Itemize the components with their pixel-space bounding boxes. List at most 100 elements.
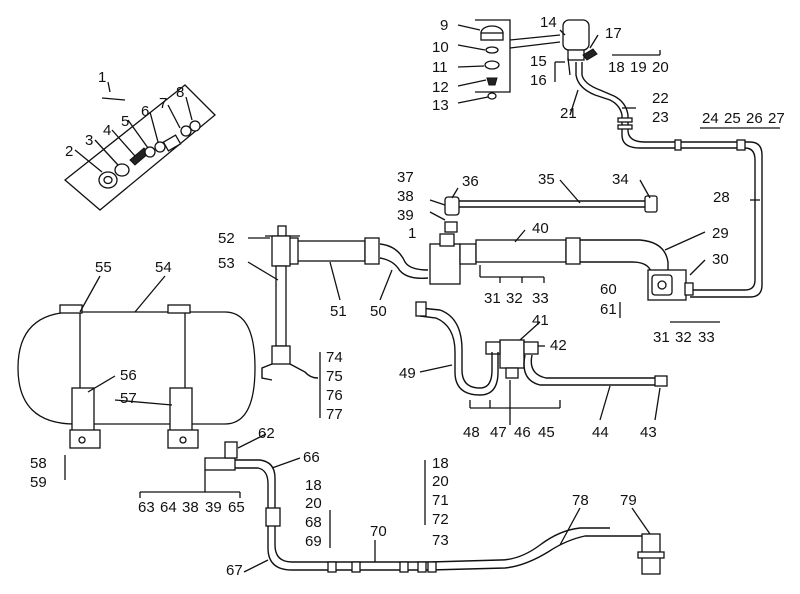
- callout-63: 63: [138, 499, 155, 516]
- leader-lines: [79, 29, 760, 573]
- callout-10: 10: [432, 39, 449, 56]
- callout-58: 58: [30, 455, 47, 472]
- callout-5: 5: [121, 113, 129, 130]
- callout-11: 11: [432, 59, 448, 76]
- callout-27: 27: [768, 110, 785, 127]
- callout-71: 71: [432, 492, 449, 509]
- callout-25: 25: [724, 110, 741, 127]
- callout-44: 44: [592, 424, 609, 441]
- callout-68: 68: [305, 514, 322, 531]
- callout-67: 67: [226, 562, 243, 579]
- callout-76: 76: [326, 387, 343, 404]
- callout-21: 21: [560, 105, 577, 122]
- callout-35: 35: [538, 171, 555, 188]
- callout-1: 1: [98, 69, 106, 86]
- callout-33-a: 33: [532, 290, 549, 307]
- callout-20-top: 20: [652, 59, 669, 76]
- filter-cap-parts: [457, 19, 561, 104]
- callout-13: 13: [432, 97, 449, 114]
- callout-61: 61: [600, 301, 617, 318]
- callout-8: 8: [176, 84, 184, 101]
- right-pipeline: [617, 107, 763, 298]
- callout-65: 65: [228, 499, 245, 516]
- callout-69: 69: [305, 533, 322, 550]
- callout-33-b: 33: [698, 329, 715, 346]
- callout-38-a: 38: [397, 188, 414, 205]
- callout-14: 14: [540, 14, 557, 31]
- callout-78: 78: [572, 492, 589, 509]
- callout-20-c: 20: [432, 473, 449, 490]
- callout-3: 3: [85, 132, 93, 149]
- callout-32-a: 32: [506, 290, 523, 307]
- callout-39-a: 39: [397, 207, 414, 224]
- air-tank: [17, 304, 256, 449]
- callout-47: 47: [490, 424, 507, 441]
- drain-valve-assembly: [261, 225, 319, 381]
- callout-60: 60: [600, 281, 617, 298]
- callout-40: 40: [532, 220, 549, 237]
- callout-48: 48: [463, 424, 480, 441]
- callout-64: 64: [160, 499, 177, 516]
- callout-39-b: 39: [205, 499, 222, 516]
- callout-18-top: 18: [608, 59, 625, 76]
- callout-70: 70: [370, 523, 387, 540]
- callout-57: 57: [120, 390, 137, 407]
- callout-28: 28: [713, 189, 730, 206]
- callout-9: 9: [440, 17, 448, 34]
- callout-15: 15: [530, 53, 547, 70]
- callout-51: 51: [330, 303, 347, 320]
- bracket-lines: [64, 61, 780, 548]
- callout-7: 7: [159, 95, 167, 112]
- separator-assembly: [562, 19, 661, 116]
- callout-31-b: 31: [653, 329, 670, 346]
- callout-30: 30: [712, 251, 729, 268]
- callout-26: 26: [746, 110, 763, 127]
- callout-32-b: 32: [675, 329, 692, 346]
- callout-18-c: 18: [432, 455, 449, 472]
- callout-17: 17: [605, 25, 622, 42]
- callout-79: 79: [620, 492, 637, 509]
- callout-37: 37: [397, 169, 414, 186]
- callout-75: 75: [326, 368, 343, 385]
- callout-31-a: 31: [484, 290, 501, 307]
- callout-22: 22: [652, 90, 669, 107]
- callout-77: 77: [326, 406, 343, 423]
- callout-24: 24: [702, 110, 719, 127]
- callout-1-b: 1: [408, 225, 416, 242]
- lower-tubing: [139, 441, 665, 575]
- callout-38-b: 38: [182, 499, 199, 516]
- callout-49: 49: [399, 365, 416, 382]
- callout-46: 46: [514, 424, 531, 441]
- callout-43: 43: [640, 424, 657, 441]
- callout-4: 4: [103, 122, 111, 139]
- callout-42: 42: [550, 337, 567, 354]
- callout-55: 55: [95, 259, 112, 276]
- callout-62: 62: [258, 425, 275, 442]
- callout-19: 19: [630, 59, 647, 76]
- callout-50: 50: [370, 303, 387, 320]
- callout-34: 34: [612, 171, 629, 188]
- callout-54: 54: [155, 259, 172, 276]
- callout-18-b: 18: [305, 477, 322, 494]
- callout-6: 6: [141, 103, 149, 120]
- callout-36: 36: [462, 173, 479, 190]
- callout-12: 12: [432, 79, 449, 96]
- callout-29: 29: [712, 225, 729, 242]
- valve-kit-exploded: [63, 84, 216, 211]
- callout-53: 53: [218, 255, 235, 272]
- callout-73: 73: [432, 532, 449, 549]
- callout-72: 72: [432, 511, 449, 528]
- callout-56: 56: [120, 367, 137, 384]
- callout-52: 52: [218, 230, 235, 247]
- callout-23: 23: [652, 109, 669, 126]
- callout-20-b: 20: [305, 495, 322, 512]
- main-pipe: [285, 233, 694, 301]
- callout-2: 2: [65, 143, 73, 160]
- callout-16: 16: [530, 72, 547, 89]
- callout-45: 45: [538, 424, 555, 441]
- callout-66: 66: [303, 449, 320, 466]
- filter-41: [415, 301, 668, 425]
- upper-tube-35: [429, 195, 658, 233]
